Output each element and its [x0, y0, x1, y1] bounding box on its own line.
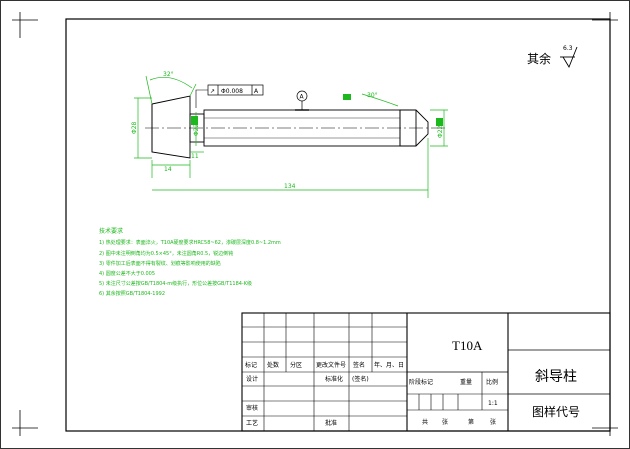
tech-item: 3) 零件加工后表面不得有裂纹、划痕等影响使用的缺陷 [99, 260, 221, 267]
tolerance-frame: ↗ Φ0.008 A [195, 84, 264, 108]
tech-requirements: 技术要求 1) 热处理要求：表面淬火，T10A硬度要求HRC58~62，渗碳层深… [99, 227, 281, 297]
roughness-marker [343, 94, 351, 100]
part-name: 斜导柱 [535, 369, 577, 385]
dim-angle-right: 30° [367, 92, 378, 99]
hdr-date: 年、月、日 [374, 361, 404, 369]
tech-title: 技术要求 [99, 227, 123, 235]
tech-item: 4) 圆度公差不大于0.005 [99, 270, 155, 277]
dim-dia-left: Φ28 [131, 121, 138, 134]
tech-item: 2) 图中未注明倒角均为0.5×45°，未注圆角R0.5，锐边倒钝 [99, 250, 233, 257]
dim-len-b: 11 [191, 153, 199, 160]
sheet-unit: 张 [490, 418, 496, 426]
row-design: 设计 [246, 375, 258, 383]
drawing-number: 图样代号 [532, 404, 580, 419]
roughness-marker-right [436, 118, 443, 126]
title-block [241, 312, 611, 432]
row-standardize: 标准化 [325, 375, 343, 383]
dim-dia-right: Φ22 [437, 125, 444, 138]
row-approve: 批准 [325, 419, 337, 427]
tech-item: 1) 热处理要求：表面淬火，T10A硬度要求HRC58~62，渗碳层深度0.8~… [99, 239, 281, 246]
stage-weight: 重量 [460, 378, 472, 386]
hdr-zone: 分区 [290, 361, 302, 369]
tech-item: 5) 未注尺寸公差按GB/T1804-m级执行，形位公差按GB/T1184-K级 [99, 280, 252, 287]
dim-angle-top: 32° [163, 71, 174, 78]
hdr-change-doc: 更改文件号 [316, 361, 346, 369]
tolerance-symbol: ↗ [210, 88, 215, 95]
hdr-mark: 标记 [245, 361, 257, 369]
sheets-total: 共 [422, 418, 428, 426]
scale-value: 1:1 [488, 400, 498, 407]
tolerance-marker [191, 116, 198, 125]
material-label: T10A [452, 338, 483, 353]
hdr-count: 处数 [267, 361, 279, 369]
stage-mark: 阶段标记 [409, 378, 433, 386]
tech-item: 6) 其余按照GB/T1804-1992 [99, 290, 165, 297]
dim-dia-mid: Φ22 [193, 123, 200, 136]
dim-total-length: 134 [284, 183, 296, 190]
title-block-text: 标记 处数 分区 更改文件号 签名 年、月、日 设计 标准化 (签名) 审核 工… [245, 338, 580, 427]
tolerance-value: Φ0.008 [221, 88, 243, 95]
roughness-value: 6.3 [563, 45, 573, 52]
roughness-symbol-icon: 6.3 [560, 45, 578, 69]
row-review: 审核 [246, 404, 258, 412]
trim-marks [12, 12, 618, 436]
sheets-unit: 张 [442, 418, 448, 426]
row-process: 工艺 [246, 419, 258, 427]
hdr-signature: 签名 [353, 361, 365, 369]
svg-text:A: A [300, 94, 305, 101]
tolerance-datum: A [254, 88, 259, 95]
sheet-index: 第 [468, 418, 474, 426]
surface-finish-label: 其余 [527, 51, 551, 66]
stage-scale: 比例 [486, 378, 498, 386]
datum-marker: A [295, 90, 309, 111]
dim-len-a: 14 [164, 166, 172, 173]
row-signature: (签名) [352, 375, 369, 383]
